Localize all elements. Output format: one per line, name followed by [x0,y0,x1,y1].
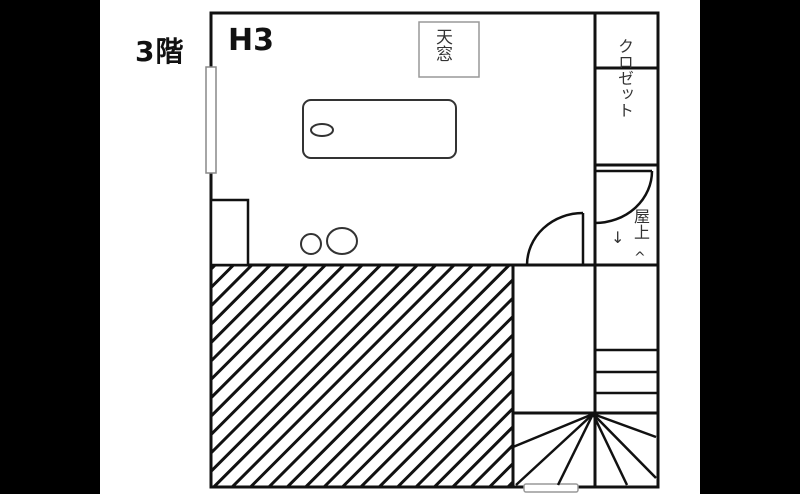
roof-access-label: 屋上 [631,208,650,240]
basin-large [326,227,358,255]
bottom-window [523,483,579,493]
void-hatched-area [209,263,515,489]
caret-up-icon: ^ [634,250,646,266]
room-label: H3 [228,23,274,58]
left-window [205,66,217,174]
floor-label: 3階 [135,35,185,68]
cabinet [209,198,250,267]
bathtub [302,99,457,159]
basin-small [300,233,322,255]
down-arrow-icon: ↓ [611,228,625,247]
winder-stairs [512,412,657,486]
closet-label: クロゼット [615,38,634,118]
skylight-box [418,21,480,78]
main-door-icon [525,211,585,266]
bathtub-drain [310,123,334,137]
closet-door-icon [594,169,654,225]
skylight-label: 天窓 [432,28,452,62]
